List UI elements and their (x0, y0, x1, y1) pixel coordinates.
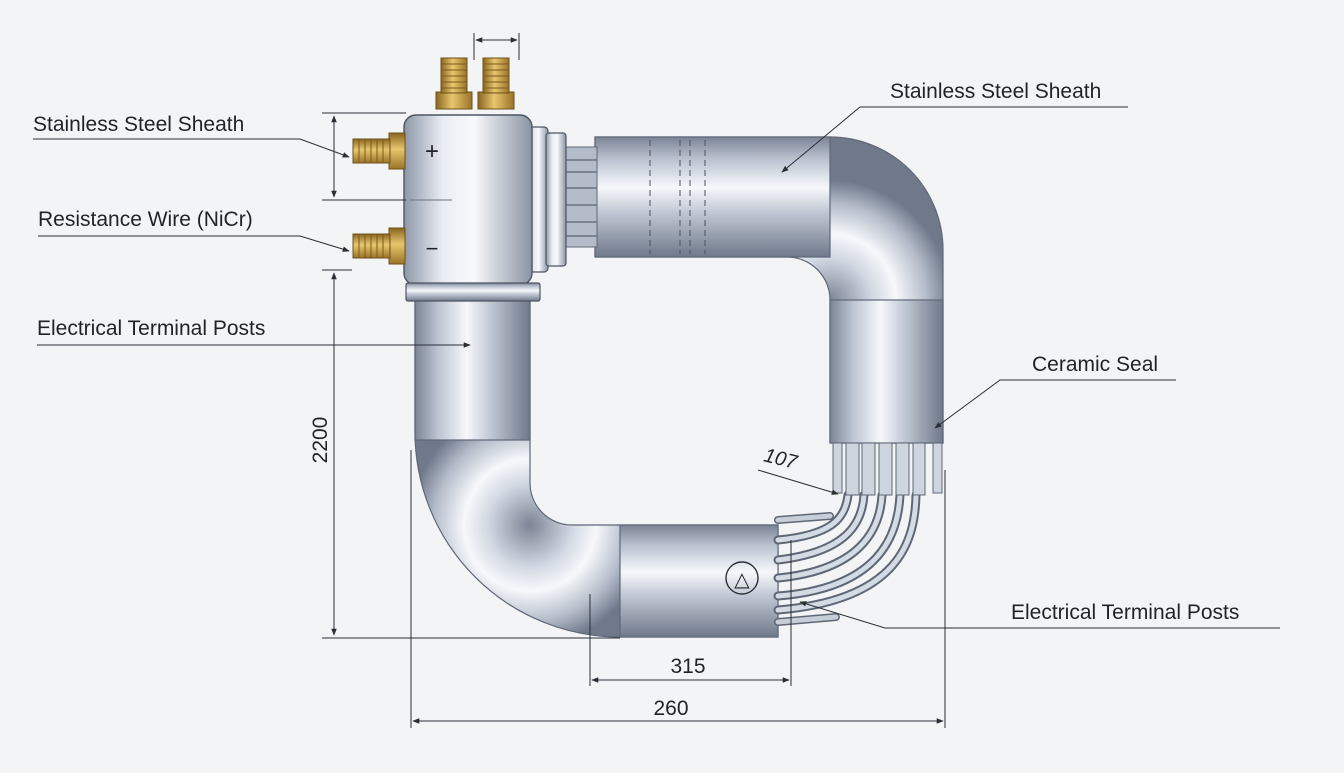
dimension-260: 260 (653, 697, 688, 720)
brass-terminal-minus (352, 227, 406, 265)
fanned-wires (773, 490, 921, 626)
label-ceramic-seal: Ceramic Seal (1032, 353, 1158, 376)
label-stainless-steel-sheath-left: Stainless Steel Sheath (33, 113, 244, 136)
label-electrical-terminal-posts-right: Electrical Terminal Posts (1011, 601, 1239, 624)
wire-bundle-top (564, 146, 598, 248)
upper-tube (594, 136, 944, 444)
dimension-107: 107 (762, 444, 801, 474)
brass-fitting-top-right (477, 57, 515, 110)
dimension-lines (322, 33, 946, 728)
leader-lines (33, 106, 1280, 629)
brass-fitting-top-left (435, 57, 473, 110)
brass-terminal-plus (352, 132, 406, 170)
minus-symbol: − (426, 236, 439, 261)
dimension-2200: 2200 (309, 417, 332, 464)
label-stainless-steel-sheath-right: Stainless Steel Sheath (890, 80, 1101, 103)
triangle-glyph: △ (734, 569, 750, 591)
plus-symbol: + (425, 138, 439, 165)
label-electrical-terminal-posts-left: Electrical Terminal Posts (37, 317, 265, 340)
junction-box (403, 114, 567, 302)
triangle-symbol: △ (725, 561, 759, 595)
wire-stubs-right (832, 442, 943, 496)
lower-tube (414, 299, 779, 638)
label-resistance-wire: Resistance Wire (NiCr) (38, 208, 253, 231)
dimension-315: 315 (670, 655, 705, 678)
